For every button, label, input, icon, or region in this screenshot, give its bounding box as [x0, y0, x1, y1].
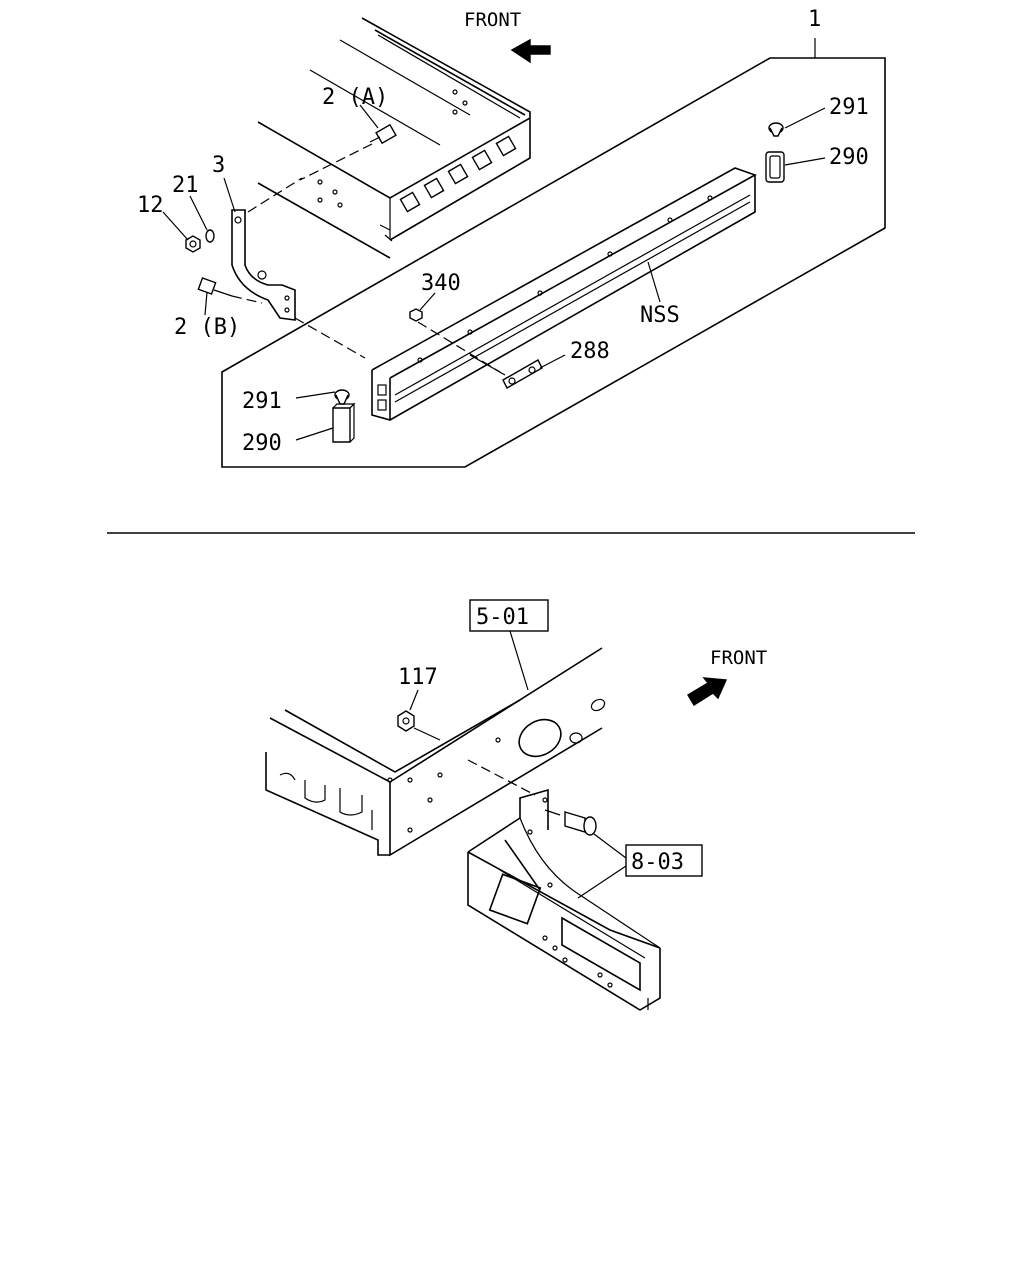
callout-12: 12 — [137, 193, 164, 218]
bolt-2a — [299, 123, 397, 181]
callout-117: 117 — [398, 665, 438, 690]
assembly-boundary — [221, 57, 886, 468]
callout-291-top: 291 — [829, 95, 869, 120]
callout-3: 3 — [212, 153, 225, 178]
callout-5-01-box — [469, 599, 549, 632]
callout-291-bottom: 291 — [242, 389, 282, 414]
callout-nss: NSS — [640, 303, 680, 328]
nut-117 — [397, 710, 536, 796]
callout-340: 340 — [421, 271, 461, 296]
callout-8-03-box — [625, 844, 703, 877]
cap-291-top — [768, 122, 784, 137]
callout-8-03: 8-03 — [631, 850, 684, 875]
bracket-3 — [231, 177, 366, 359]
top-view: FRONT 1 291 290 2 (A) 3 21 12 2 (B) 340 … — [137, 7, 886, 468]
callout-21: 21 — [172, 173, 199, 198]
front-label-top: FRONT — [464, 9, 521, 31]
callout-2a: 2 (A) — [322, 85, 388, 110]
callout-290-bottom: 290 — [242, 431, 282, 456]
callout-290-top: 290 — [829, 145, 869, 170]
callout-288: 288 — [570, 339, 610, 364]
callout-1: 1 — [808, 7, 821, 32]
nss-member — [371, 167, 757, 421]
front-arrow-top — [510, 38, 551, 64]
frame-rail-bottom — [265, 647, 606, 857]
callout-2b: 2 (B) — [174, 315, 240, 340]
bracket-8-03 — [467, 788, 661, 1011]
cap-291-bottom — [334, 389, 350, 405]
front-arrow-bottom — [687, 677, 728, 706]
washer-21 — [205, 229, 215, 243]
nut-12 — [185, 235, 201, 253]
bottom-view: FRONT 5-01 117 8-03 — [265, 599, 767, 1011]
plate-288 — [469, 354, 543, 389]
bolt-bottom — [544, 809, 597, 836]
bolt-2b — [197, 277, 263, 304]
spacer-290-bottom — [332, 402, 356, 443]
callout-5-01: 5-01 — [476, 605, 529, 630]
frame-rail — [257, 17, 531, 259]
front-label-bottom: FRONT — [710, 647, 767, 669]
spacer-290-top — [765, 151, 785, 183]
